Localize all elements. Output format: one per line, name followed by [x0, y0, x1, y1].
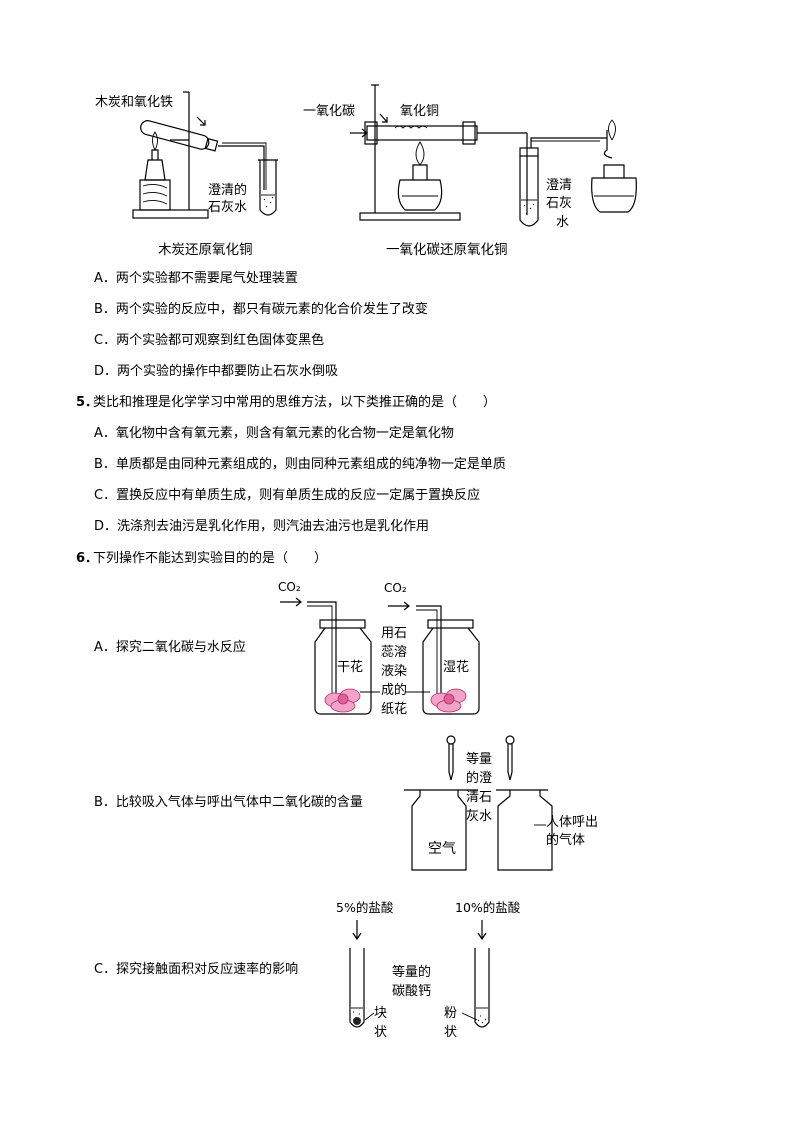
lump-label-1: 块: [374, 1006, 388, 1021]
q5-number: 5．: [76, 395, 99, 410]
q6-option-a: A．探究二氧化碳与水反应: [94, 640, 246, 655]
label-limewater-left-2: 石灰水: [208, 200, 248, 215]
co2-water-apparatus: [280, 597, 480, 715]
limewater-note-1: 等量: [466, 752, 493, 767]
q5-option-b: B．单质都是由同种元素组成的，则由同种元素组成的纯净物一定是单质: [94, 457, 506, 472]
q4-option-a: A．两个实验都不需要尾气处理装置: [94, 271, 298, 286]
reaction-rate-apparatus: [349, 920, 490, 1028]
co2-left-label: CO₂: [278, 580, 301, 594]
q4-option-b: B．两个实验的反应中，都只有碳元素的化合价发生了改变: [94, 302, 428, 317]
litmus-note-2: 蕊溶: [381, 645, 408, 660]
q6-option-b: B．比较吸入气体与呼出气体中二氧化碳的含量: [94, 795, 363, 810]
label-carbon-monoxide: 一氧化碳: [303, 104, 356, 119]
label-limewater-left-1: 澄清的: [208, 183, 248, 198]
lump-label-2: 状: [374, 1025, 388, 1040]
acid-right-label: 10%的盐酸: [455, 900, 521, 915]
litmus-note-4: 成的: [381, 683, 408, 698]
q5-option-a: A．氧化物中含有氧元素，则含有氧元素的化合物一定是氧化物: [94, 426, 454, 441]
label-copper-oxide: 氧化铜: [400, 104, 440, 119]
limewater-note-3: 清石: [466, 790, 493, 805]
label-limewater-right-5: 水: [556, 215, 570, 230]
litmus-note-3: 液染: [381, 664, 408, 679]
limewater-note-4: 灰水: [466, 809, 493, 824]
q4-option-d: D．两个实验的操作中都要防止石灰水倒吸: [94, 364, 339, 379]
breath-co2-apparatus: [404, 735, 553, 871]
wet-flower-label: 湿花: [443, 660, 470, 675]
label-limewater-right-4: 灰: [559, 196, 573, 211]
label-limewater-right-1: 澄: [546, 178, 560, 193]
label-limewater-right-3: 石: [546, 196, 560, 211]
label-charcoal-iron-oxide: 木炭和氧化铁: [95, 95, 174, 110]
dry-flower-label: 干花: [337, 660, 364, 675]
q5-option-d: D．洗涤剂去油污是乳化作用，则汽油去油污也是乳化作用: [94, 519, 430, 534]
caption-co-reduce: 一氧化碳还原氧化铜: [386, 242, 508, 258]
co2-right-label: CO₂: [384, 581, 407, 595]
reduction-apparatus-drawing: [132, 84, 637, 227]
exhaled-label-2: 的气体: [546, 833, 586, 848]
q5-stem: 类比和推理是化学学习中常用的思维方法，以下类推正确的是（ ）: [93, 395, 497, 410]
litmus-note-5: 纸花: [381, 702, 408, 717]
air-label: 空气: [428, 841, 456, 857]
caco3-label-1: 等量的: [392, 965, 432, 980]
litmus-note-1: 用石: [381, 626, 408, 641]
powder-label-1: 粉: [444, 1006, 458, 1021]
acid-left-label: 5%的盐酸: [336, 900, 394, 915]
q4-option-c: C．两个实验都可观察到红色固体变黑色: [94, 333, 325, 348]
q6-number: 6．: [76, 551, 99, 566]
q6-option-c: C．探究接触面积对反应速率的影响: [94, 962, 299, 977]
caco3-label-2: 碳酸钙: [392, 984, 432, 999]
q5-option-c: C．置换反应中有单质生成，则有单质生成的反应一定属于置换反应: [94, 488, 481, 503]
caption-charcoal-reduce: 木炭还原氧化铜: [158, 242, 253, 258]
exhaled-label-1: 人体呼出: [546, 815, 599, 830]
limewater-note-2: 的澄: [466, 771, 493, 786]
label-limewater-right-2: 清: [559, 178, 573, 193]
powder-label-2: 状: [444, 1025, 458, 1040]
q6-stem: 下列操作不能达到实验目的的是（ ）: [93, 551, 328, 566]
